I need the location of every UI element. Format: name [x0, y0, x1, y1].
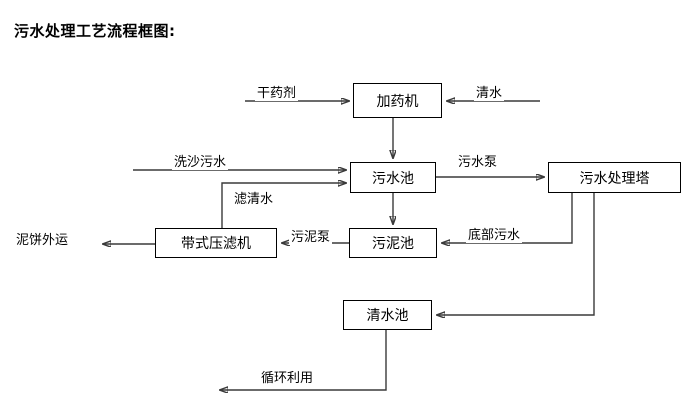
edge-label-recycle-reuse: 循环利用 [259, 367, 316, 386]
edge-label-filtered-water: 滤清水 [232, 188, 276, 207]
node-label: 污泥池 [372, 236, 414, 252]
wire-clear-water-pool-to-recycle [220, 330, 387, 390]
node-sewage-pool[interactable]: 污水池 [350, 162, 436, 193]
node-label: 带式压滤机 [181, 236, 251, 252]
node-sludge-pool[interactable]: 污泥池 [349, 228, 437, 258]
edge-label-clean-water-in: 清水 [474, 82, 505, 101]
edge-label-sand-washing-sewage: 洗沙污水 [172, 151, 229, 170]
node-belt-filter-press[interactable]: 带式压滤机 [155, 228, 277, 258]
page-title: 污水处理工艺流程框图: [14, 22, 176, 40]
edge-label-sewage-pump: 污水泵 [456, 151, 500, 170]
edge-label-bottom-sewage: 底部污水 [466, 224, 523, 243]
wire-tower-to-clear-water-pool [437, 193, 595, 315]
edge-label-sludge-pump: 污泥泵 [289, 226, 333, 245]
node-label: 加药机 [376, 93, 419, 110]
node-label: 污水处理塔 [579, 170, 650, 187]
node-treatment-tower[interactable]: 污水处理塔 [548, 162, 681, 193]
wire-tower-bottom-sewage-to-sludge-pool [442, 193, 573, 243]
wire-filtered-water-to-sewage-pool [221, 183, 346, 228]
node-label: 污水池 [372, 170, 414, 187]
node-dosing-machine[interactable]: 加药机 [353, 83, 442, 118]
edge-label-dry-reagent: 干药剂 [255, 82, 299, 101]
node-label: 清水池 [366, 308, 409, 324]
edge-label-mud-cake-export: 泥饼外运 [14, 229, 71, 248]
node-clear-water-pool[interactable]: 清水池 [343, 300, 432, 330]
